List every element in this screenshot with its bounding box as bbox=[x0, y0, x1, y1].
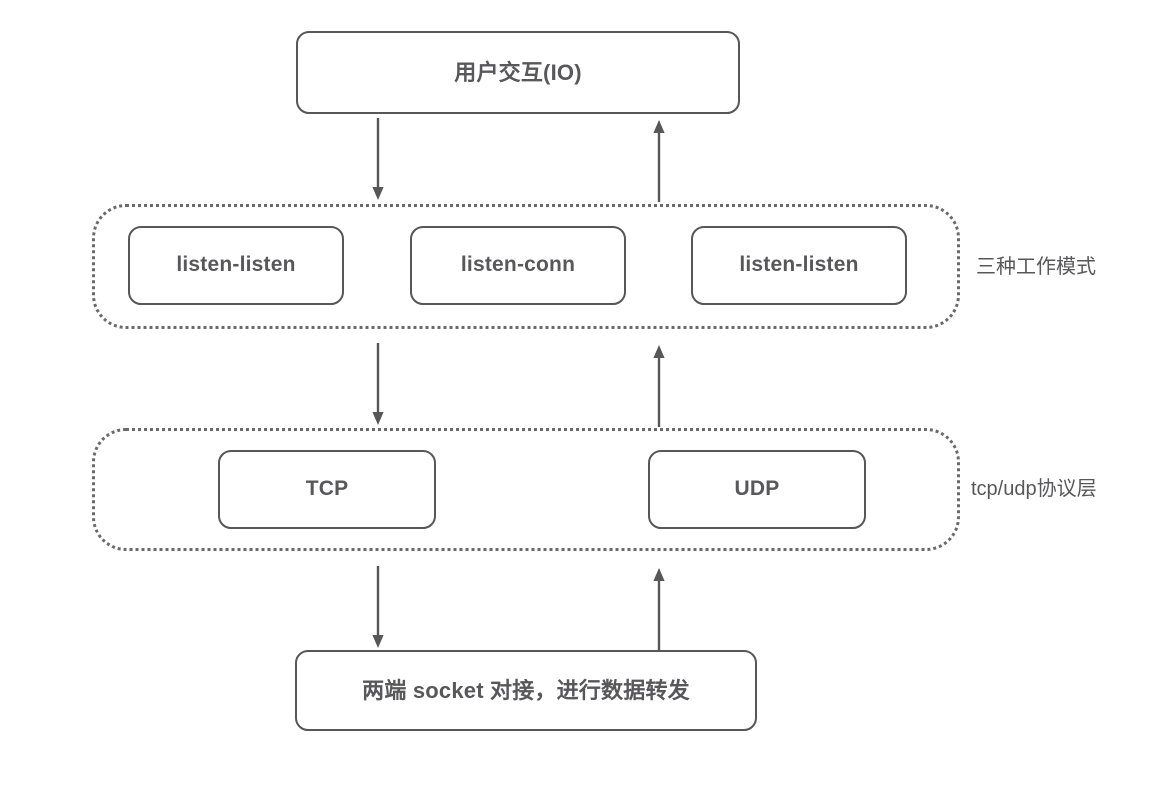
node-tcp[interactable]: TCP bbox=[218, 450, 436, 529]
node-tcp-label: TCP bbox=[305, 477, 349, 501]
node-user-io-label: 用户交互(IO) bbox=[454, 59, 582, 85]
node-udp[interactable]: UDP bbox=[648, 450, 866, 529]
arrow-modes-to-user-io bbox=[648, 118, 670, 202]
arrow-socket-to-protocol bbox=[648, 566, 670, 650]
node-listen-listen-right-label: listen-listen bbox=[739, 253, 859, 277]
arrow-user-io-to-modes bbox=[367, 118, 389, 202]
node-udp-label: UDP bbox=[734, 477, 780, 501]
group-working-modes bbox=[92, 204, 960, 329]
node-socket-forward[interactable]: 两端 socket 对接，进行数据转发 bbox=[295, 650, 757, 731]
group-working-modes-label: 三种工作模式 bbox=[976, 256, 1096, 278]
node-listen-conn-label: listen-conn bbox=[460, 253, 576, 277]
node-listen-listen-right[interactable]: listen-listen bbox=[691, 226, 907, 305]
node-user-io[interactable]: 用户交互(IO) bbox=[296, 31, 740, 114]
arrow-protocol-to-modes bbox=[648, 343, 670, 427]
node-socket-forward-label: 两端 socket 对接，进行数据转发 bbox=[362, 677, 690, 703]
arrow-modes-to-protocol bbox=[367, 343, 389, 427]
group-protocol-layer-label: tcp/udp协议层 bbox=[971, 478, 1097, 500]
node-listen-conn[interactable]: listen-conn bbox=[410, 226, 626, 305]
arrow-protocol-to-socket bbox=[367, 566, 389, 650]
group-protocol-layer bbox=[92, 428, 960, 551]
node-listen-listen-left-label: listen-listen bbox=[176, 253, 296, 277]
node-listen-listen-left[interactable]: listen-listen bbox=[128, 226, 344, 305]
